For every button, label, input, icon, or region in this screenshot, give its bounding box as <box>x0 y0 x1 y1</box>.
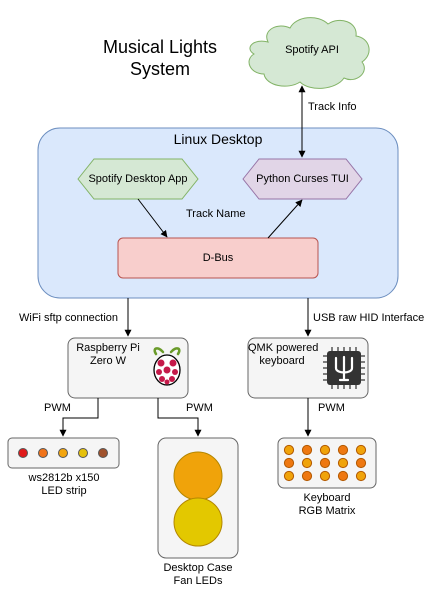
led-dot <box>98 448 108 458</box>
pwm-label-matrix: PWM <box>318 402 345 414</box>
fan-caption: Desktop Case Fan LEDs <box>148 562 248 588</box>
matrix-line-2: RGB Matrix <box>298 505 356 517</box>
raspberry-pi-line-1: Raspberry Pi <box>76 342 140 354</box>
spotify-desktop-app-label: Spotify Desktop App <box>88 173 188 185</box>
rgb-matrix-led <box>283 470 295 482</box>
rgb-matrix-led <box>319 470 331 482</box>
dbus-node <box>117 237 319 279</box>
fan-led-circle <box>173 497 223 547</box>
raspberry-pi-box <box>67 337 189 399</box>
matrix-line-1: Keyboard <box>303 492 351 504</box>
edge-pwm-fan <box>157 398 202 437</box>
led-dot <box>78 448 88 458</box>
rgb-matrix-led <box>301 457 313 469</box>
rgb-matrix-led <box>355 457 367 469</box>
rgb-matrix-led <box>283 457 295 469</box>
title-line-2: System <box>129 59 190 79</box>
led-dot <box>18 448 28 458</box>
rgb-matrix-led <box>337 470 349 482</box>
track-info-label: Track Info <box>308 101 357 113</box>
usb-label: USB raw HID Interface <box>313 312 425 324</box>
spotify-desktop-app-node <box>77 158 199 200</box>
edge-spotify-to-dbus <box>137 198 168 238</box>
rgb-matrix-led <box>301 470 313 482</box>
led-strip-caption: ws2812b x150 LED strip <box>4 472 124 498</box>
linux-desktop-title: Linux Desktop <box>173 131 263 147</box>
spotify-api-label: Spotify API <box>285 44 339 56</box>
led-dot <box>38 448 48 458</box>
rgb-matrix-led <box>319 457 331 469</box>
track-name-label: Track Name <box>186 208 246 220</box>
title-line-1: Musical Lights <box>102 37 218 57</box>
qmk-line-1: QMK powered <box>248 342 319 354</box>
rgb-matrix-led <box>301 444 313 456</box>
qmk-chip-icon <box>323 347 365 389</box>
edge-pwm-strip <box>59 398 99 437</box>
spotify-api-cloud <box>248 17 370 89</box>
qmk-label: QMK powered keyboard <box>248 342 319 368</box>
rgb-matrix-led <box>319 444 331 456</box>
fan-led-circles <box>173 451 223 547</box>
led-dot <box>58 448 68 458</box>
raspberry-pi-icon <box>153 347 181 386</box>
python-tui-label: Python Curses TUI <box>256 173 349 185</box>
led-strip-line-1: ws2812b x150 <box>28 472 100 484</box>
pwm-label-fan: PWM <box>186 402 213 414</box>
edge-dbus-to-tui <box>267 199 303 239</box>
rgb-matrix-caption: Keyboard RGB Matrix <box>277 492 377 518</box>
rgb-matrix-led <box>337 444 349 456</box>
qmk-line-2: keyboard <box>259 355 305 367</box>
rgb-matrix-led <box>337 457 349 469</box>
raspberry-pi-line-2: Zero W <box>89 355 127 367</box>
python-tui-node <box>242 158 363 200</box>
led-strip-line-2: LED strip <box>41 485 87 497</box>
page-title: Musical Lights System <box>80 36 240 80</box>
led-strip-dots <box>18 448 108 458</box>
dbus-label: D-Bus <box>202 252 234 264</box>
wifi-label: WiFi sftp connection <box>19 312 119 324</box>
rgb-matrix-led <box>283 444 295 456</box>
rgb-matrix-led <box>355 470 367 482</box>
raspberry-pi-label: Raspberry Pi Zero W <box>70 342 146 368</box>
fan-led-circle <box>173 451 223 501</box>
fan-line-2: Fan LEDs <box>173 575 223 587</box>
rgb-matrix-dots <box>283 444 367 482</box>
fan-line-1: Desktop Case <box>163 562 233 574</box>
pwm-label-strip: PWM <box>44 402 71 414</box>
rgb-matrix-led <box>355 444 367 456</box>
